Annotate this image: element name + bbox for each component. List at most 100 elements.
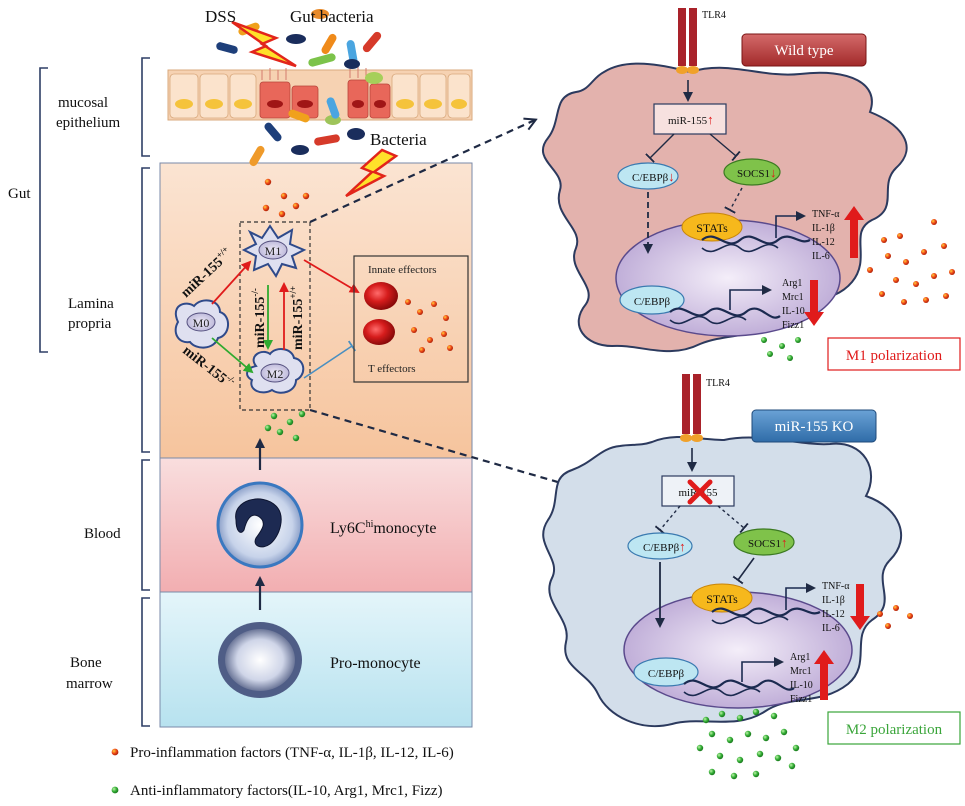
m2-inhibit-effectors <box>303 340 357 379</box>
pro-factor-dots-lamina <box>262 178 310 218</box>
innate-effector-cell <box>364 282 398 310</box>
ko-cytokine-list: TNF-α IL-1β IL-12 IL-6 <box>822 581 850 634</box>
blood-bracket <box>141 459 150 591</box>
wt-socs1-oval <box>723 158 781 186</box>
m0-to-m2-arrow <box>211 337 254 374</box>
wt-cebp-label: C/EBPβ↓ <box>632 169 675 184</box>
ko-cebp-nucleus-oval <box>633 657 699 687</box>
wt-gene-3: Fizz1 <box>782 320 804 331</box>
ko-cebp-nucleus-label: C/EBPβ <box>648 668 685 680</box>
wt-cebp-nucleus-oval <box>619 285 685 315</box>
wt-cytokine-0: TNF-α <box>812 209 840 220</box>
marrow-label-2: marrow <box>66 676 113 692</box>
m1-polarization-box <box>827 337 961 371</box>
ko-badge <box>751 409 877 443</box>
gut-bacteria-cluster <box>216 9 383 167</box>
wt-stats-oval <box>681 212 743 242</box>
marrow-label-1: Bone <box>70 655 102 671</box>
bacteria-label: Bacteria <box>370 130 427 149</box>
ko-socs-inhibits-stats <box>732 557 755 585</box>
legend: Pro-inflammation factors (TNF-α, IL-1β, … <box>111 745 454 799</box>
wt-cytokine-up-arrow <box>844 206 864 258</box>
m2-macrophage: M2 <box>246 348 305 394</box>
damaged-nuclei <box>267 100 386 108</box>
damaged-epithelial-cells <box>259 79 391 119</box>
wt-mir155-box <box>653 103 727 135</box>
lamina-label-2: propria <box>68 316 112 332</box>
ko-cytokine-2: IL-12 <box>822 609 845 620</box>
mucosal-bracket <box>141 57 150 157</box>
wt-mir155-label: miR-155↑ <box>668 112 714 127</box>
ko-gene-up-arrow <box>814 650 834 700</box>
ko-gene-3: Fizz1 <box>790 694 812 705</box>
ko-cebp-label: C/EBPβ↑ <box>643 539 686 554</box>
wt-socs-inhibits-stats <box>724 187 743 214</box>
ko-tlr4-label: TLR4 <box>706 378 730 389</box>
ko-stats-oval <box>691 583 753 613</box>
marrow-bracket <box>141 597 150 727</box>
ko-m2-gene-list: Arg1 Mrc1 IL-10 Fizz1 <box>790 652 813 705</box>
legend-anti-label: Anti-inflammatory factors(IL-10, Arg1, M… <box>130 783 443 799</box>
effector-pro-dots <box>405 299 453 353</box>
m2-label: M2 <box>267 367 284 381</box>
wildtype-badge-label: Wild type <box>775 43 834 59</box>
wildtype-badge <box>741 33 867 67</box>
wt-gene-0: Arg1 <box>782 278 802 289</box>
wildtype-cell: Wild type TLR4 miR-155↑ C/EBPβ↓ SOCS1↓ S… <box>541 8 908 353</box>
m1-to-wildtype-connector <box>309 120 535 224</box>
ko-dna-upper <box>711 607 821 617</box>
wt-dna-lower-2 <box>669 315 747 325</box>
pro-monocyte-label: Pro-monocyte <box>330 655 421 672</box>
legend-pro-label: Pro-inflammation factors (TNF-α, IL-1β, … <box>130 745 454 761</box>
ko-cytokine-3: IL-6 <box>822 623 840 634</box>
ko-anti-factor-dots <box>696 708 800 780</box>
m1-m2-dashed-box <box>239 221 311 411</box>
blood-label: Blood <box>84 526 121 542</box>
innate-effectors-label: Innate effectors <box>368 264 437 276</box>
wt-cytokine-2: IL-12 <box>812 237 835 248</box>
wt-stats-label: STATs <box>696 221 728 235</box>
ko-mir-inhibits-cebp <box>654 505 681 535</box>
ly6c-monocyte: Ly6Chimonocyte <box>216 481 436 569</box>
region-labels: Gut mucosal epithelium Lamina propria Bl… <box>8 95 121 692</box>
pro-monocyte: Pro-monocyte <box>218 622 421 698</box>
dss-label: DSS <box>205 7 236 26</box>
wt-gene-1: Mrc1 <box>782 292 804 303</box>
t-effector-cell <box>363 319 395 345</box>
lamina-bracket <box>141 167 150 453</box>
ko-gene-1: Mrc1 <box>790 666 812 677</box>
bone-marrow-panel <box>159 591 473 728</box>
ko-transcription-arrow-lower <box>741 657 784 682</box>
m2-to-ko-connector <box>309 408 592 492</box>
wt-transcription-arrow-upper <box>775 211 806 238</box>
effectors-frame <box>353 255 469 383</box>
ko-cytokine-0: TNF-α <box>822 581 850 592</box>
wildtype-tlr4-label: TLR4 <box>702 10 726 21</box>
bacteria-lightning-icon <box>345 148 399 198</box>
ko-cytokine-1: IL-1β <box>822 595 845 606</box>
wt-pro-factor-dots <box>867 219 955 305</box>
gut-bacteria-label: Gut bacteria <box>290 7 374 26</box>
ko-transcription-arrow-upper <box>785 583 816 610</box>
ko-mir155-cross-icon <box>687 479 713 505</box>
wt-m2-gene-list: Arg1 Mrc1 IL-10 Fizz1 <box>782 278 805 331</box>
m0-to-m1-arrow <box>211 260 252 305</box>
wt-cebp-nucleus-label: C/EBPβ <box>634 296 671 308</box>
m1-to-effectors-arrow <box>303 259 360 294</box>
ko-dna-lower-2 <box>683 687 761 697</box>
blood-panel <box>159 457 473 593</box>
m0-label: M0 <box>193 316 210 330</box>
mucosal-label-1: mucosal <box>58 95 108 111</box>
wt-socs1-label: SOCS1↓ <box>737 165 777 180</box>
gut-bracket <box>39 67 48 353</box>
legend-anti-dot <box>111 786 119 794</box>
epithelial-nuclei <box>175 99 467 109</box>
effectors-box: Innate effectors T effectors <box>353 255 469 383</box>
wt-anti-factor-dots <box>761 337 801 361</box>
anti-factor-dots-lamina <box>264 410 306 442</box>
wt-transcription-arrow-lower <box>729 285 772 310</box>
ko-dna-lower <box>683 679 795 691</box>
monocyte-label: Ly6Chimonocyte <box>330 519 436 537</box>
ko-tlr4-receptor: TLR4 <box>680 374 730 442</box>
m2-polarization-box <box>827 711 961 745</box>
